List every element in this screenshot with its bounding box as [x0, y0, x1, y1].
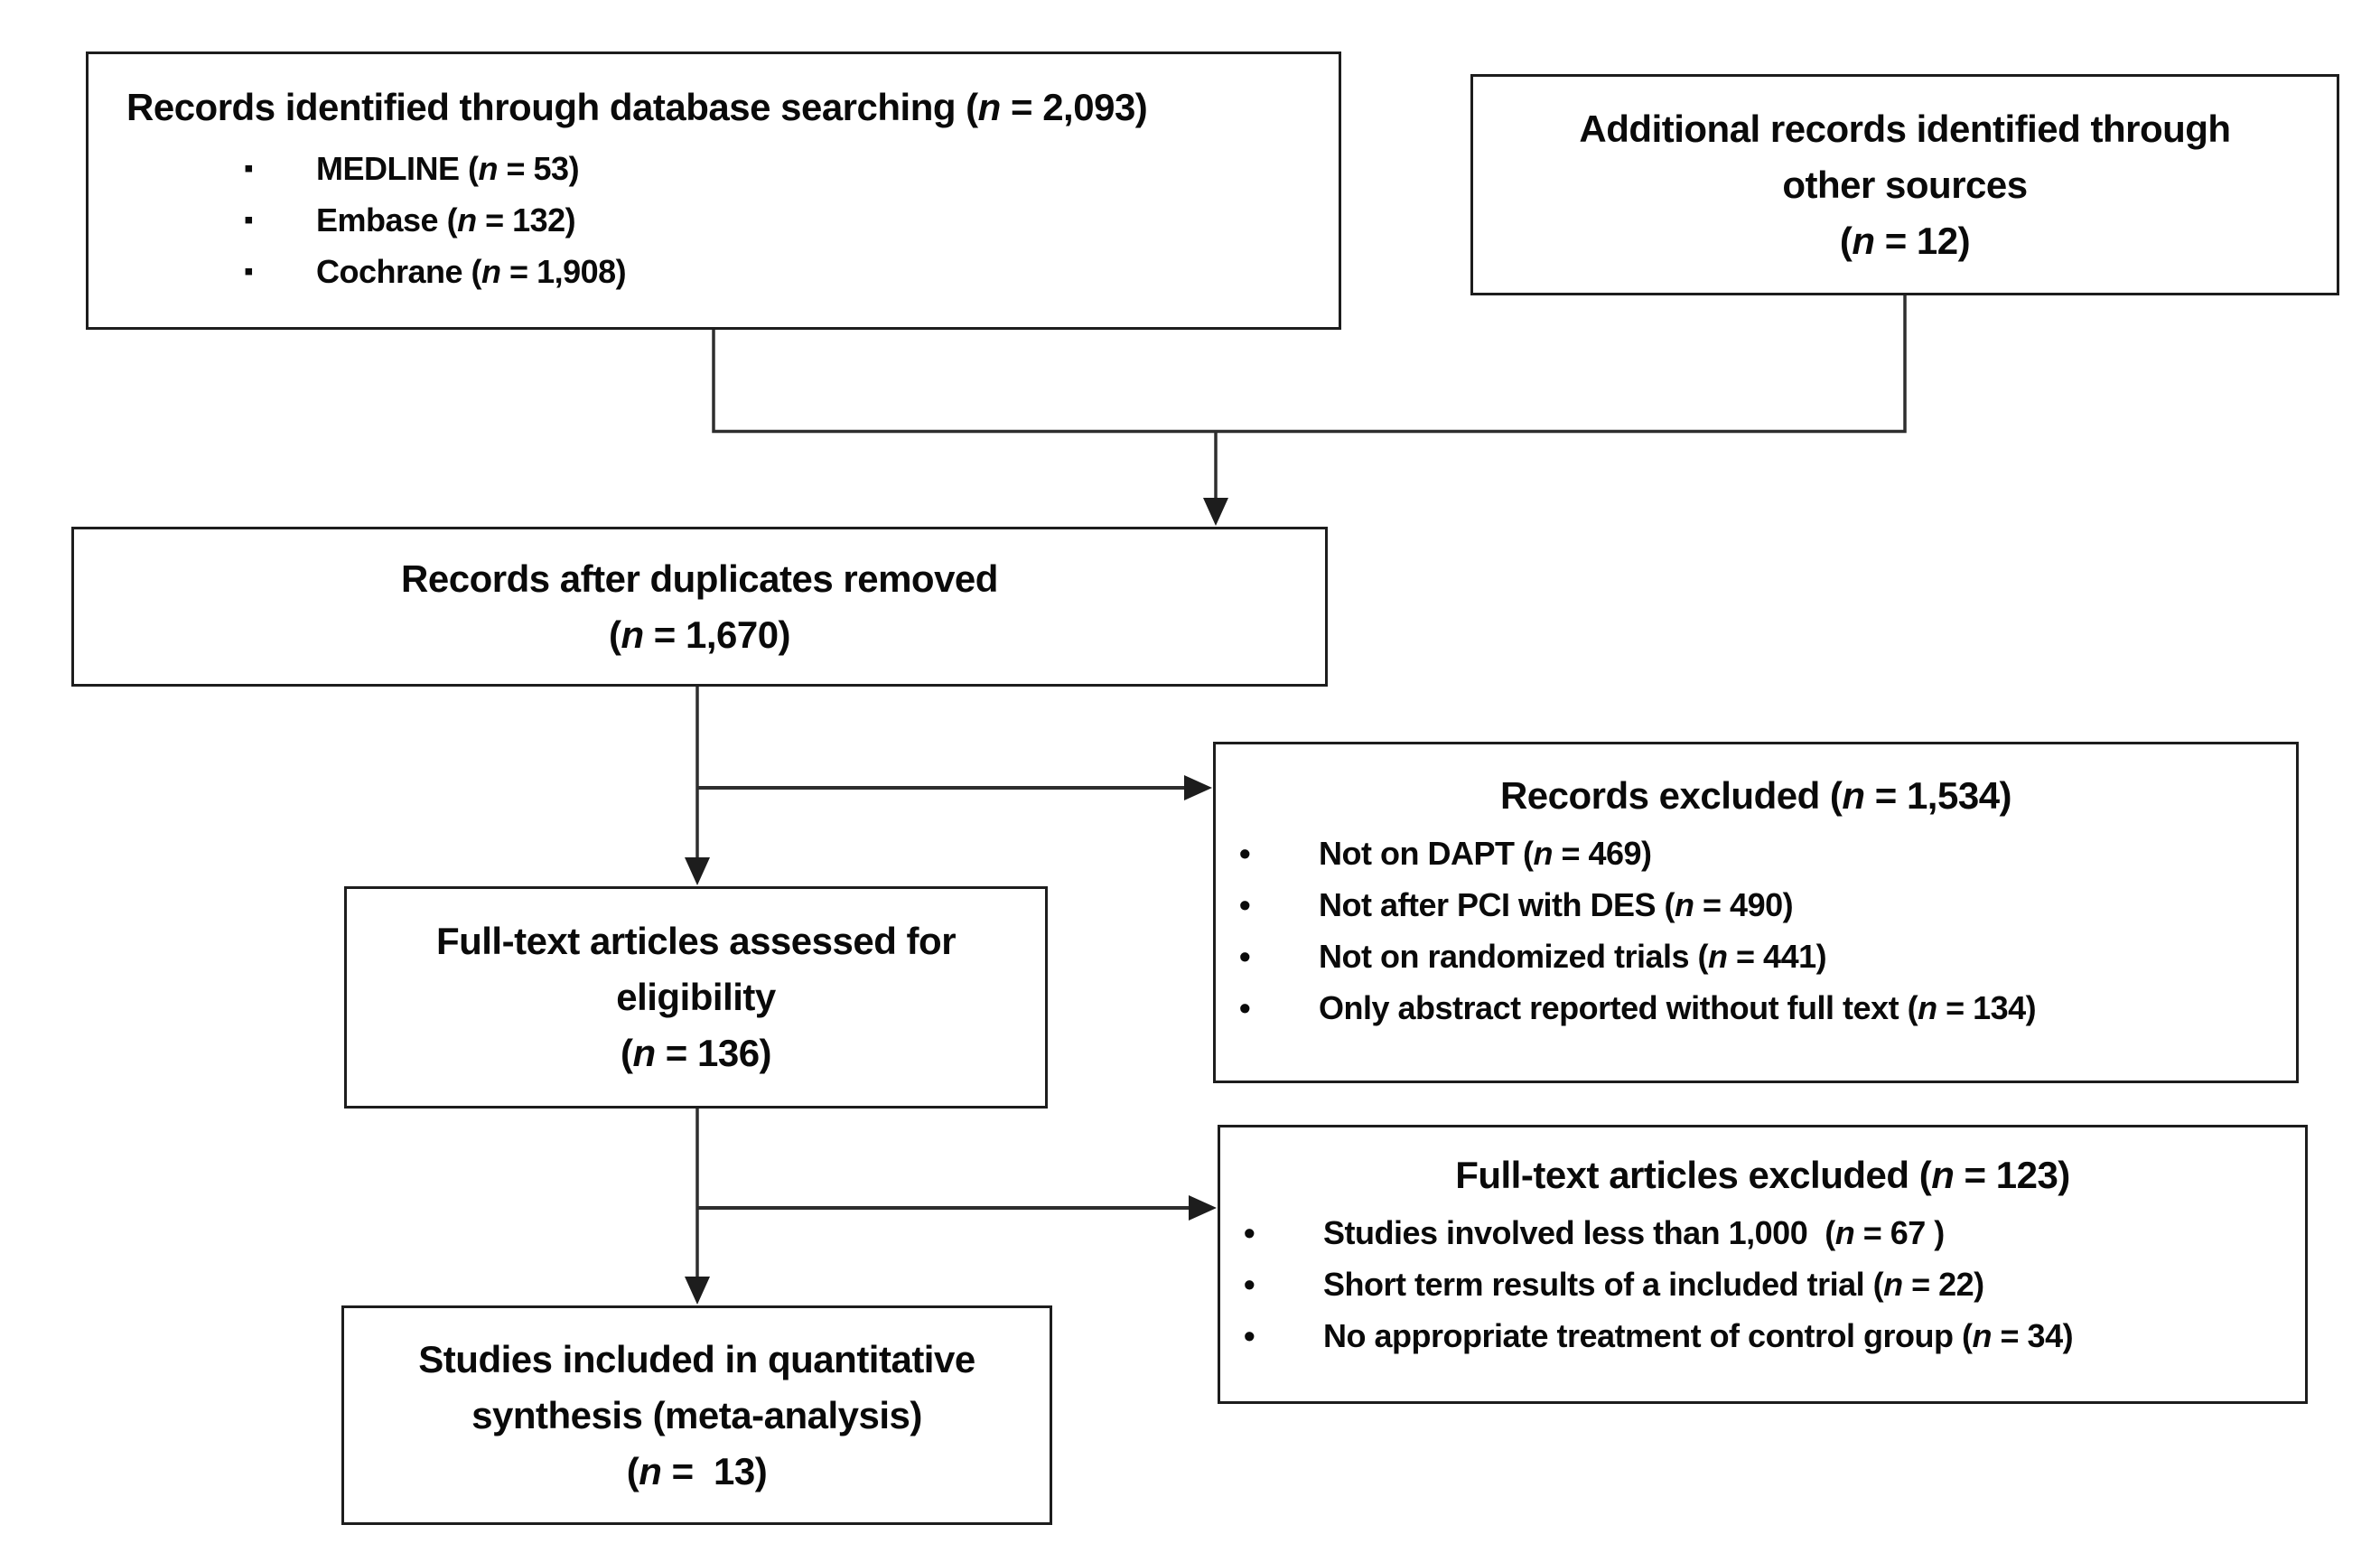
- square-bullet-icon: ▪: [244, 205, 254, 235]
- round-bullet-icon: •: [1239, 835, 1251, 872]
- studies-included-line: synthesis (meta-analysis): [471, 1393, 922, 1436]
- additional-records-line: other sources: [1782, 163, 2028, 206]
- exclusion-reason: Not after PCI with DES (n = 490): [1319, 886, 1794, 923]
- fulltext-excluded-reason-list: • Studies involved less than 1,000 (n = …: [1220, 1207, 2305, 1361]
- fulltext-assessed-line: Full-text articles assessed for: [435, 920, 957, 962]
- round-bullet-icon: •: [1244, 1214, 1255, 1251]
- square-bullet-icon: ▪: [244, 257, 254, 286]
- duplicates-removed-line: Records after duplicates removed: [401, 557, 998, 600]
- arrow-merge-to-deduplicated-head: [1203, 498, 1228, 526]
- fulltext-assessed-count: (n = 136): [620, 1032, 772, 1074]
- list-item: • Short term results of a included trial…: [1220, 1258, 2305, 1310]
- exclusion-reason: Short term results of a included trial (…: [1323, 1266, 1984, 1303]
- duplicates-removed-count: (n = 1,670): [608, 613, 791, 656]
- box-records-identified: Records identified through database sear…: [86, 51, 1341, 330]
- box-additional-records: Additional records identified through ot…: [1470, 74, 2339, 295]
- records-identified-title: Records identified through database sear…: [126, 86, 1148, 128]
- box-duplicates-removed: Records after duplicates removed (n = 1,…: [71, 527, 1328, 687]
- exclusion-reason: No appropriate treatment of control grou…: [1323, 1317, 2074, 1354]
- source-medline: MEDLINE (n = 53): [316, 150, 580, 187]
- arrow-to-records-excluded-head: [1184, 775, 1212, 800]
- arrow-deduplicated-to-fulltext-head: [685, 857, 710, 885]
- square-bullet-icon: ▪: [244, 154, 254, 183]
- arrow-to-fulltext-excluded-head: [1189, 1195, 1217, 1221]
- box-studies-included: Studies included in quantitative synthes…: [341, 1305, 1052, 1525]
- round-bullet-icon: •: [1239, 886, 1251, 923]
- round-bullet-icon: •: [1239, 989, 1251, 1026]
- list-item: • Only abstract reported without full te…: [1216, 982, 2296, 1034]
- list-item: ▪ Embase (n = 132): [126, 194, 1311, 246]
- box-fulltext-excluded: Full-text articles excluded (n = 123) • …: [1218, 1125, 2308, 1404]
- list-item: • No appropriate treatment of control gr…: [1220, 1310, 2305, 1361]
- records-identified-source-list: ▪ MEDLINE (n = 53) ▪ Embase (n = 132) ▪ …: [126, 143, 1311, 297]
- box-records-excluded: Records excluded (n = 1,534) • Not on DA…: [1213, 742, 2299, 1083]
- round-bullet-icon: •: [1239, 938, 1251, 975]
- box-fulltext-assessed: Full-text articles assessed for eligibil…: [344, 886, 1048, 1109]
- studies-included-count: (n = 13): [626, 1449, 768, 1492]
- additional-records-count: (n = 12): [1839, 219, 1971, 262]
- exclusion-reason: Not on randomized trials (n = 441): [1319, 938, 1827, 975]
- list-item: • Not after PCI with DES (n = 490): [1216, 879, 2296, 931]
- fulltext-assessed-line: eligibility: [616, 976, 776, 1018]
- list-item: ▪ Cochrane (n = 1,908): [126, 246, 1311, 297]
- studies-included-line: Studies included in quantitative: [418, 1337, 975, 1380]
- additional-records-line: Additional records identified through: [1579, 107, 2231, 150]
- round-bullet-icon: •: [1244, 1266, 1255, 1303]
- connector-identified-and-additional-merge: [712, 295, 1907, 434]
- source-embase: Embase (n = 132): [316, 201, 576, 239]
- list-item: ▪ MEDLINE (n = 53): [126, 143, 1311, 194]
- exclusion-reason: Not on DAPT (n = 469): [1319, 835, 1652, 872]
- fulltext-excluded-title: Full-text articles excluded (n = 123): [1455, 1154, 2070, 1196]
- list-item: • Not on randomized trials (n = 441): [1216, 931, 2296, 982]
- arrow-fulltext-to-included-head: [685, 1277, 710, 1305]
- records-excluded-reason-list: • Not on DAPT (n = 469) • Not after PCI …: [1216, 828, 2296, 1034]
- exclusion-reason: Only abstract reported without full text…: [1319, 989, 2037, 1026]
- list-item: • Studies involved less than 1,000 (n = …: [1220, 1207, 2305, 1258]
- list-item: • Not on DAPT (n = 469): [1216, 828, 2296, 879]
- round-bullet-icon: •: [1244, 1317, 1255, 1354]
- records-excluded-title: Records excluded (n = 1,534): [1499, 774, 2012, 817]
- source-cochrane: Cochrane (n = 1,908): [316, 253, 627, 290]
- exclusion-reason: Studies involved less than 1,000 (n = 67…: [1323, 1214, 1945, 1251]
